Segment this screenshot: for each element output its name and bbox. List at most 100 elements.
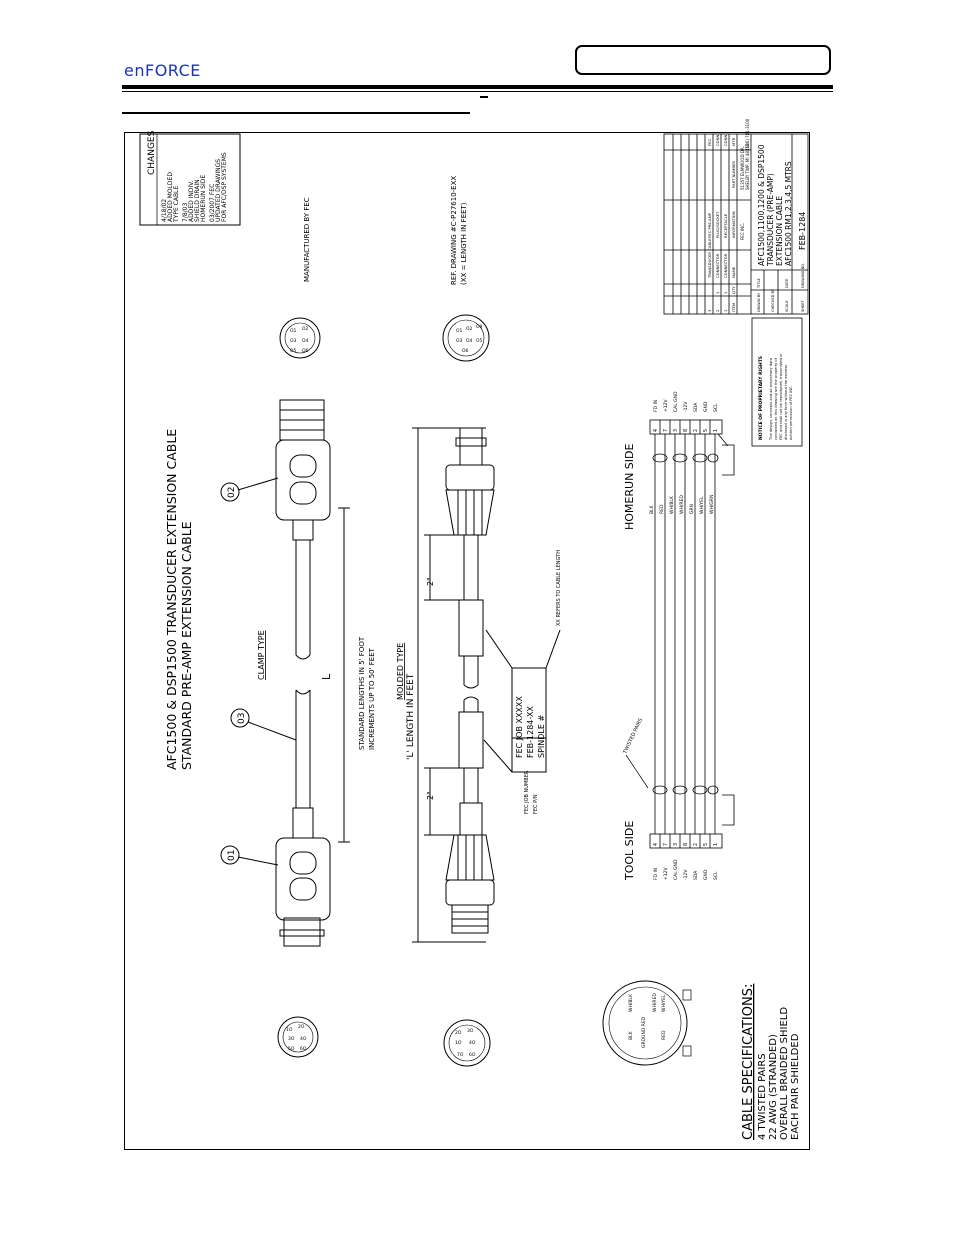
pin-label: 6O [469, 1052, 476, 1058]
spec-item: OVERALL BRAIDED SHIELD [779, 1007, 790, 1140]
bom-cell: FEC PRE-AMP [707, 212, 712, 238]
drawing-number: FEB-1284 [798, 212, 807, 250]
tb-title-line: AFC1500,1100,1200 & DSP1500 [757, 144, 766, 266]
tb-label: DRAWN BY [757, 292, 761, 312]
notice-heading: NOTICE OF PROPRIETARY RIGHTS [758, 356, 764, 440]
bom-header: PART NUMBER [731, 161, 736, 188]
wire-color: WH/BLK [669, 495, 675, 514]
dim-2in-right: 2" [426, 577, 435, 586]
homerun-side-label: HOMERUN SIDE [623, 444, 636, 530]
bom-header: ITEM [731, 303, 736, 312]
pin-label: 2O [298, 1024, 305, 1030]
pin-label: 4O [300, 1036, 307, 1042]
pin-label: 1O [286, 1027, 293, 1033]
pin-label: O3 [456, 338, 463, 344]
bom-cell: PLUG/SOCKET [715, 211, 720, 238]
bom-cell: TRANSDUCER CABLE [707, 238, 712, 279]
molded-type-cable [412, 427, 561, 943]
callout-03: 03 [237, 713, 247, 724]
homerun-side-pins: 4 7 3 8 2 5 1 [653, 429, 719, 432]
twisted-pairs-label: TWISTED PAIRS [622, 717, 644, 755]
pin-label: 5O [288, 1046, 295, 1052]
signal-name: SCL [713, 871, 719, 880]
signal-name: FD IN [653, 400, 659, 412]
length-label: L [320, 673, 333, 680]
molded-left-end-view: 2O 3O 1O 4O 7O 6O [443, 1019, 491, 1067]
bom-cell: RECEPTACLE [723, 213, 728, 238]
pin-number: 3 [673, 429, 679, 432]
changes-box: CHANGES 4/18/02 ADDED MOLDED TYPE CABLE … [139, 130, 241, 226]
phone: (586) 781-3100 [745, 118, 750, 150]
signal-name: SCL [713, 403, 719, 412]
std-length-line-1: STANDARD LENGTHS IN 5' FOOT [358, 636, 366, 750]
tool-side-pins: 4 7 3 8 2 5 1 [653, 843, 719, 846]
wire-color: WH/RED [679, 495, 685, 514]
changes-entry: UPDATED DRAWINGS [215, 159, 222, 222]
pin-label: O4 [302, 338, 309, 344]
pin-label: O9 [476, 324, 483, 330]
changes-entry: 03/2007 FEC [209, 184, 216, 222]
section-dash [480, 96, 488, 98]
signal-name: -12V [683, 869, 689, 880]
tb-label: DRAWING NO. [801, 263, 805, 288]
tb-title-line: TRANSDUCER (PRE-AMP) [766, 173, 775, 267]
ref-drawing-line-2: (XX = LENGTH IN FEET) [460, 202, 468, 285]
manufactured-label: MANUFACTURED BY FEC [303, 197, 311, 282]
bom-cell: CONN [715, 135, 720, 146]
tb-title-line: EXTENSION CABLE [775, 196, 784, 266]
homerun-side-signals: FD IN +12V CAL GND -12V SDA GND SCL [653, 391, 719, 412]
title-line-1: AFC1500 & DSP1500 TRANSDUCER EXTENSION C… [164, 429, 179, 770]
changes-entry: HOMERUN SIDE [200, 175, 207, 222]
pin-label: 4O [469, 1040, 476, 1046]
bom-cell: 3 [707, 309, 712, 312]
address-line-2: SHELBY TWP, MI 48315 [745, 143, 750, 190]
title-line-2: STANDARD PRE-AMP EXTENSION CABLE [179, 521, 194, 770]
wire-color: GRN [689, 504, 695, 514]
label-pn: FEB-1284-XX [526, 706, 535, 758]
bom-cell: CONNECTOR [715, 253, 720, 278]
tb-label: SHEET [801, 299, 805, 312]
signal-name: -12V [683, 401, 689, 412]
title-block [663, 133, 809, 315]
pin-label: 6O [300, 1046, 307, 1052]
xx-note: XX REFERS TO CABLE LENGTH [556, 550, 562, 626]
pin-number: 8 [683, 429, 689, 432]
pin-label: O4 [466, 338, 473, 344]
pin-label: O2 [302, 326, 309, 332]
specs-heading: CABLE SPECIFICATIONS: [741, 984, 756, 1140]
end-view-label: GROUND RED [641, 1016, 647, 1048]
wiring-end-view: WH/BLK BLK GROUND RED WH/RED WH/YEL RED [602, 980, 692, 1066]
end-view-label: WH/BLK [628, 993, 634, 1012]
label-spindle: SPINDLE # [537, 715, 546, 758]
pin-label: O6 [462, 348, 469, 354]
wire-color: WH/GRN [709, 495, 715, 514]
bom-header: NAME [731, 266, 736, 278]
signal-name: CAL GND [673, 391, 679, 412]
bom-cell: CONN [723, 135, 728, 146]
title-block-text: ITEM QTY NAME INFORMATION PART NUMBER MT… [707, 118, 807, 312]
clamp-left-end-view: 1O 2O 3O 4O 5O 6O [277, 1016, 319, 1058]
molded-type-label: MOLDED TYPE [396, 643, 405, 700]
clamp-callouts: 01 02 03 [220, 477, 297, 866]
callout-01: 01 [227, 850, 237, 861]
wire-color: WH/YEL [699, 496, 705, 514]
callout-02: 02 [227, 487, 237, 498]
pin-label: 3O [288, 1036, 295, 1042]
drawing-frame [124, 132, 810, 1150]
notice-line: written permission of FEC INC. [789, 385, 793, 440]
wiring-diagram [649, 419, 735, 849]
bom-cell: 1 [723, 291, 728, 294]
pin-number: 2 [693, 429, 699, 432]
changes-entry: FOR AFC/DSP SYSTEMS [221, 152, 228, 222]
tb-title-line: AFC1500 RM1,2,3,4,5 MTRS [784, 161, 793, 266]
clamp-type-label: CLAMP TYPE [257, 630, 266, 680]
signal-name: FD IN [653, 868, 659, 880]
notice-box: NOTICE OF PROPRIETARY RIGHTS The design,… [751, 317, 803, 447]
pin-label: O1 [456, 328, 463, 334]
end-view-label: BLK [628, 1030, 634, 1040]
pin-label: O3 [290, 338, 297, 344]
header-rule [122, 85, 833, 89]
notice-line: contained on this drawing are the proper… [774, 357, 778, 440]
signal-name: CAL GND [673, 859, 679, 880]
wire-color: BLK [649, 504, 655, 514]
